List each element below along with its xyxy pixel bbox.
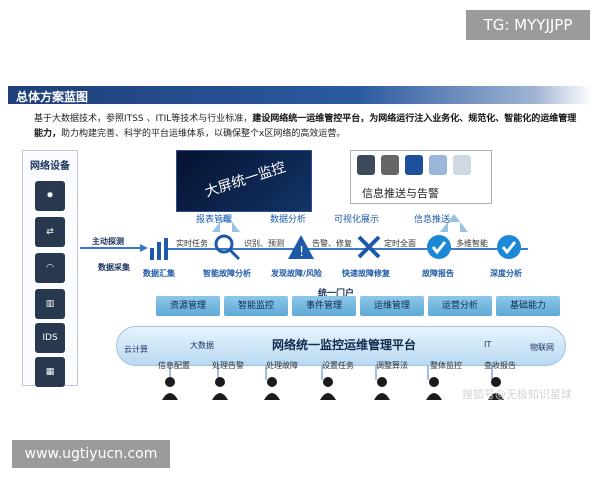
module-ops: 运维管理 bbox=[360, 296, 424, 316]
node-label-report: 故障报告 bbox=[422, 269, 454, 278]
switch-icon: ⇄ bbox=[35, 217, 65, 247]
module-resource: 资源管理 bbox=[156, 296, 220, 316]
up-label-analysis: 数据分析 bbox=[270, 215, 307, 225]
platform-title: 网络统一监控运维管理平台 bbox=[272, 338, 417, 352]
up-label-push: 信息推送 bbox=[414, 215, 451, 225]
active-probe-label: 主动探测 bbox=[92, 237, 124, 246]
search-icon bbox=[212, 232, 242, 262]
module-basic: 基础能力 bbox=[496, 296, 560, 316]
step-realtime: 实时任务 bbox=[176, 239, 208, 248]
person-icon-3 bbox=[264, 377, 280, 400]
step-identify: 识别、预测 bbox=[244, 239, 284, 248]
desc-text-2: 助力构建完善、科学的平台运维体系，以确保整个x区网络的高效运营。 bbox=[61, 129, 346, 139]
platform-cloud: 云计算 bbox=[124, 345, 148, 354]
flow-line bbox=[168, 248, 528, 250]
check-icon bbox=[424, 232, 454, 262]
speaker-icon bbox=[429, 155, 447, 175]
wifi-icon: ◠ bbox=[35, 253, 65, 283]
big-screen-monitor: 大屏统一监控 bbox=[176, 150, 312, 212]
network-devices-title: 网络设备 bbox=[30, 161, 70, 172]
up-label-visual: 可视化展示 bbox=[334, 215, 380, 225]
platform-base bbox=[116, 326, 566, 366]
node-label-detect: 发现故障/风险 bbox=[271, 269, 322, 278]
node-label-analysis: 智能故障分析 bbox=[203, 269, 251, 278]
watermark-bottom: www.ugtiyucn.com bbox=[12, 440, 170, 468]
warning-icon: ! bbox=[286, 232, 316, 262]
person-icon-5 bbox=[374, 377, 390, 400]
up-label-report: 报表管理 bbox=[196, 215, 233, 225]
camera-icon bbox=[381, 155, 399, 175]
computer-icon bbox=[453, 155, 471, 175]
person-icon bbox=[162, 377, 178, 400]
node-label-collect: 数据汇集 bbox=[143, 269, 175, 278]
role-algo: 调整算法 bbox=[376, 361, 408, 370]
network-devices-panel: 网络设备 ✸ ⇄ ◠ ▥ IDS ▦ bbox=[22, 150, 78, 387]
watermark-top: TG: MYYJJPP bbox=[466, 10, 590, 40]
platform-bigdata: 大数据 bbox=[190, 341, 214, 350]
step-alert: 告警、修复 bbox=[312, 239, 352, 248]
page-title: 总体方案蓝图 bbox=[16, 90, 89, 104]
role-fault: 处理故障 bbox=[266, 361, 298, 370]
data-collect-label: 数据采集 bbox=[98, 263, 130, 272]
platform-iot: 物联网 bbox=[530, 343, 554, 352]
role-task: 设置任务 bbox=[322, 361, 354, 370]
check-icon-2 bbox=[494, 232, 524, 262]
server-icon: ▥ bbox=[35, 289, 65, 319]
info-push-box bbox=[350, 150, 492, 204]
node-label-deep: 深度分析 bbox=[490, 269, 522, 278]
step-multi: 多维智能 bbox=[456, 239, 488, 248]
person-icon-4 bbox=[320, 377, 336, 400]
step-scheduled: 定时全面 bbox=[384, 239, 416, 248]
role-monitor: 整体监控 bbox=[430, 361, 462, 370]
data-collect-icon bbox=[146, 234, 176, 264]
role-config: 信息配置 bbox=[158, 361, 190, 370]
person-icon-2 bbox=[212, 377, 228, 400]
phone-icon bbox=[357, 155, 375, 175]
ids-icon: IDS bbox=[35, 323, 65, 353]
person-icon-7 bbox=[488, 377, 504, 400]
node-label-repair: 快速故障修复 bbox=[342, 269, 390, 278]
desc-text-bold: 建设网络统一运维管控平台，为网络运行注入业务化、规范化、智能化的运维管理能力， bbox=[34, 114, 577, 139]
repair-tools-icon bbox=[354, 232, 384, 262]
role-report: 查收报告 bbox=[484, 361, 516, 370]
platform-it: IT bbox=[484, 340, 492, 349]
svg-text:!: ! bbox=[299, 245, 304, 260]
section-title-bar: 总体方案蓝图 bbox=[8, 86, 592, 104]
desc-text-1: 基于大数据技术，参照ITSS 、ITIL等技术与行业标准， bbox=[34, 114, 253, 124]
person-icon-6 bbox=[426, 377, 442, 400]
firewall-icon: ▦ bbox=[35, 357, 65, 387]
role-alarm: 处理告警 bbox=[212, 361, 244, 370]
module-monitor: 智能监控 bbox=[224, 296, 288, 316]
light-icon bbox=[405, 155, 423, 175]
router-icon: ✸ bbox=[35, 181, 65, 211]
watermark-sohu: 搜狐号@无极知识星球 bbox=[462, 388, 572, 401]
module-event: 事件管理 bbox=[292, 296, 356, 316]
portal-label: 统一门户 bbox=[318, 289, 355, 299]
description: 基于大数据技术，参照ITSS 、ITIL等技术与行业标准，建设网络统一运维管控平… bbox=[34, 112, 579, 142]
big-screen-label: 大屏统一监控 bbox=[202, 159, 288, 201]
info-push-label: 信息推送与告警 bbox=[362, 187, 439, 200]
module-analysis: 运营分析 bbox=[428, 296, 492, 316]
